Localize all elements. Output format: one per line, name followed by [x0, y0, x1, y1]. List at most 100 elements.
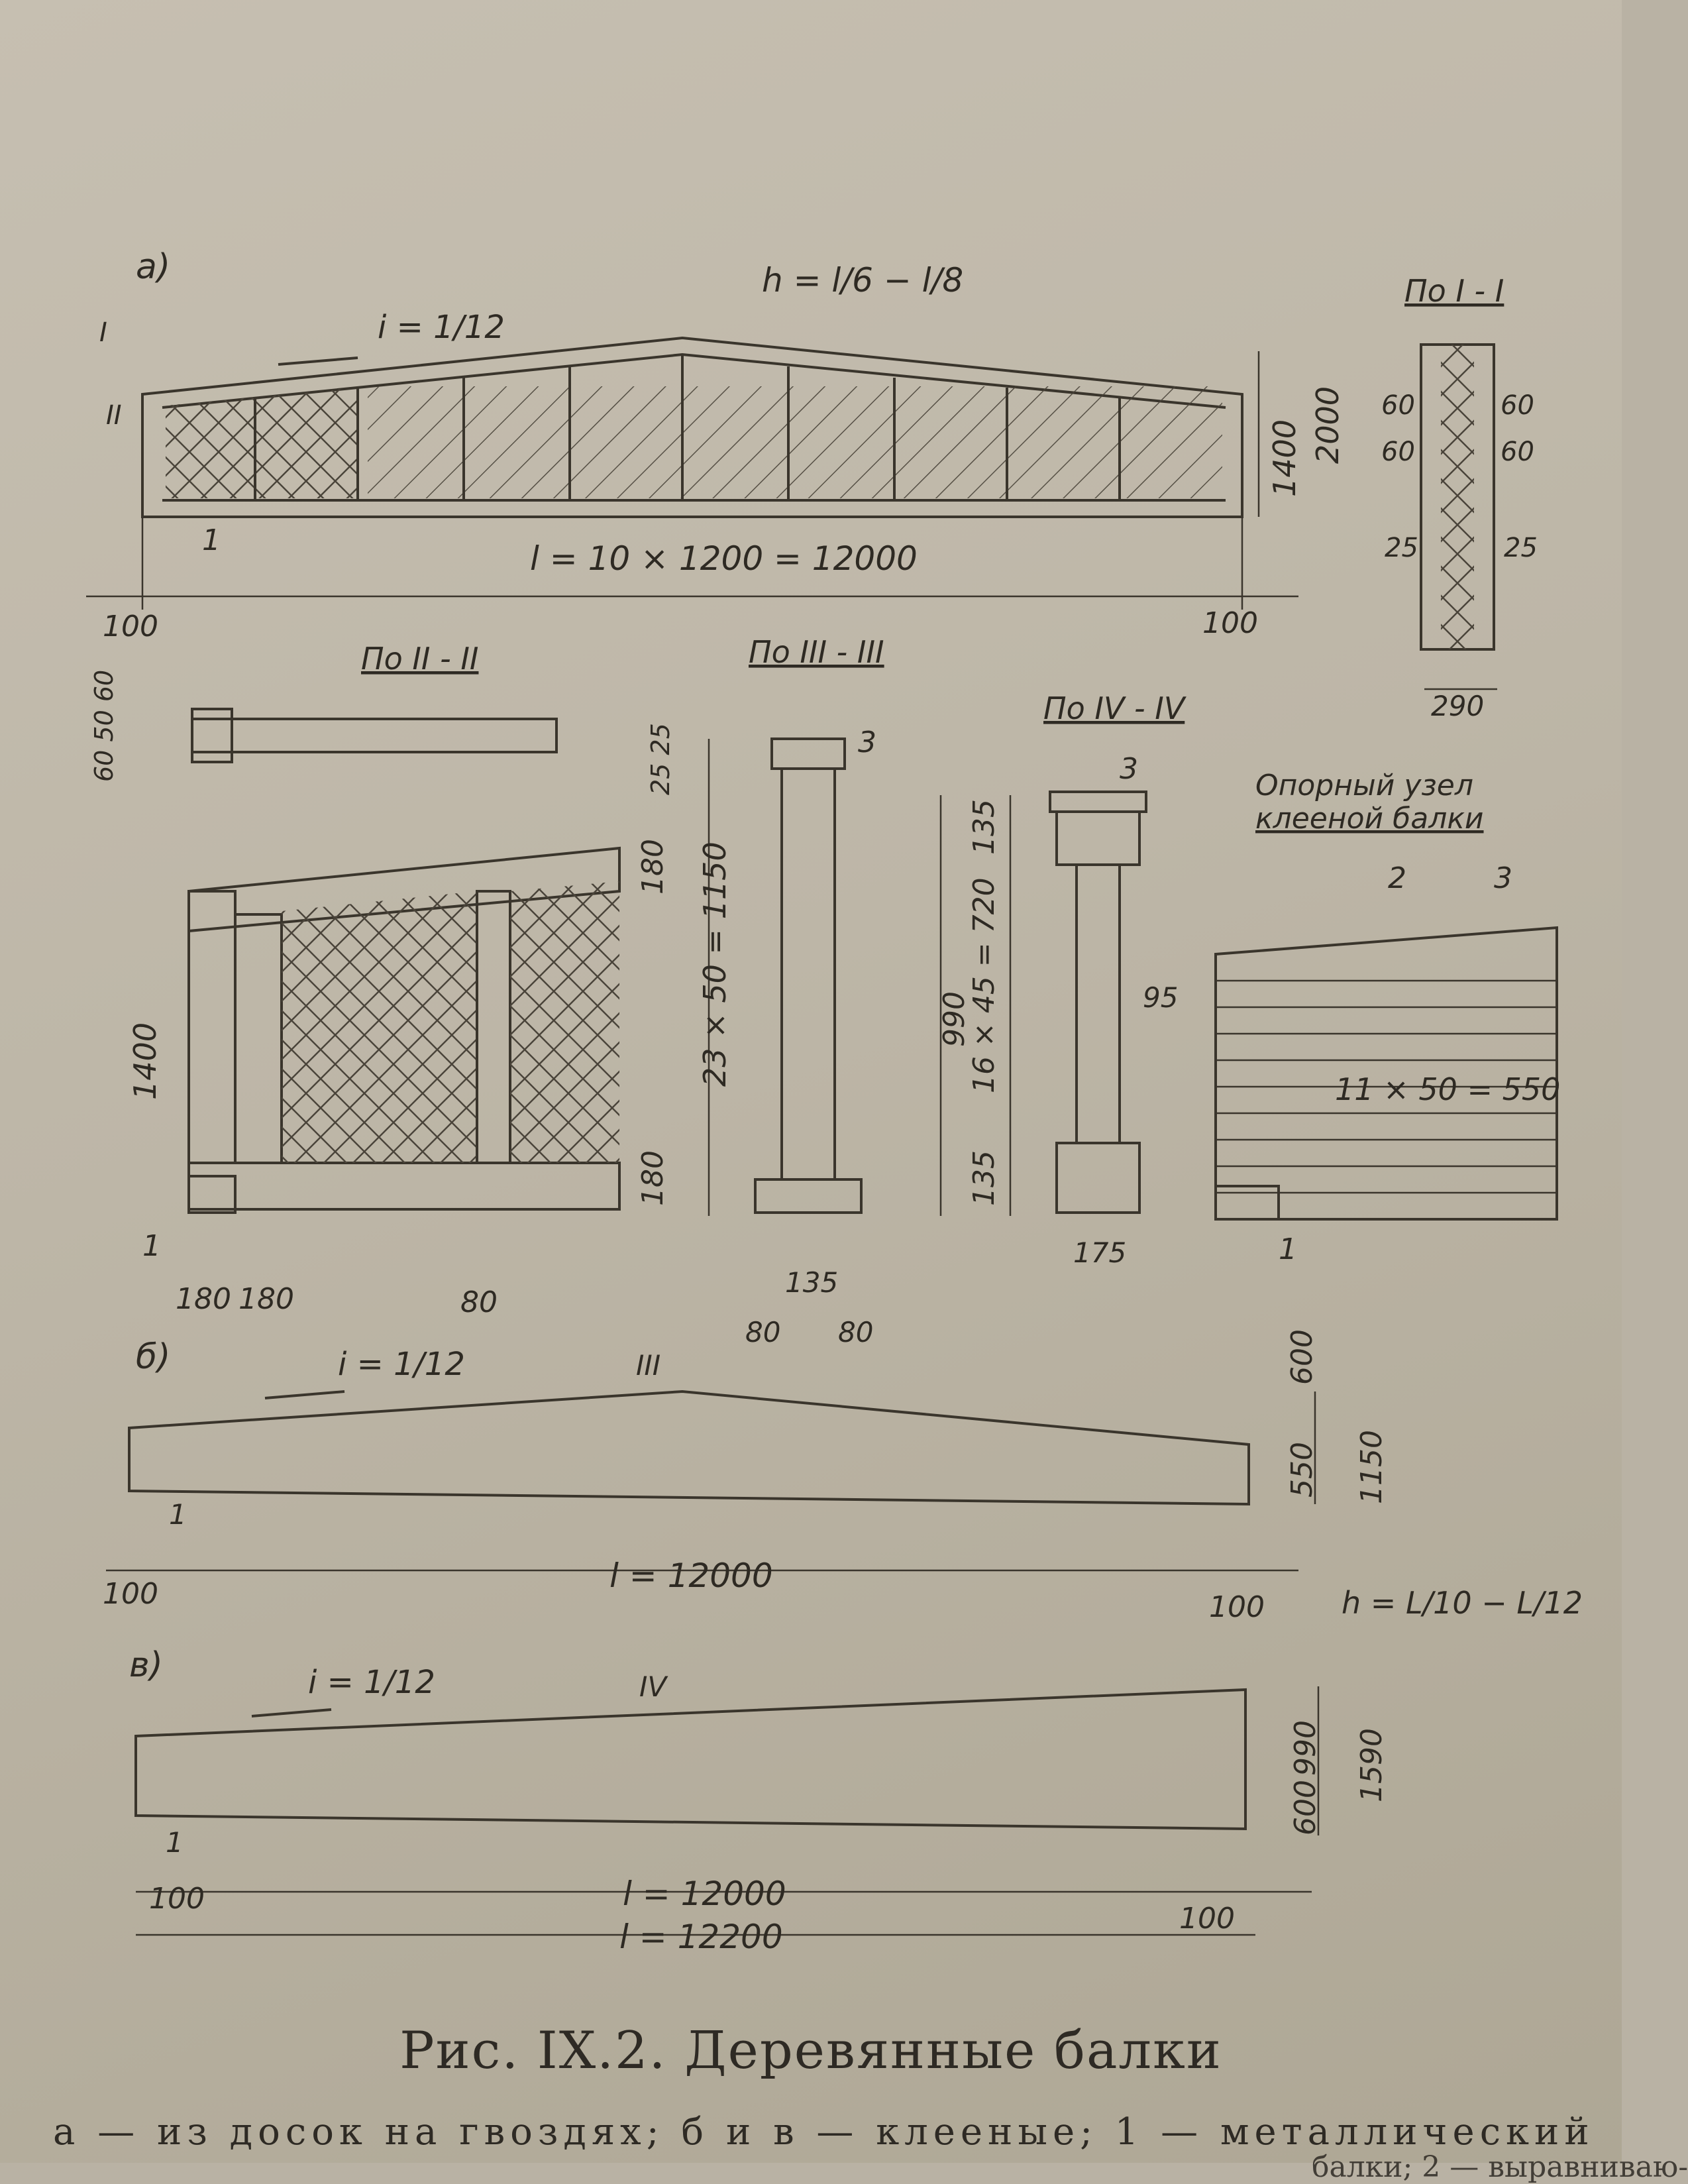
sec-II-left-dims: 60 50 60 [89, 670, 119, 782]
sec-IV-web [1075, 863, 1121, 1144]
offset-right-b: 100 [1209, 1590, 1265, 1624]
technical-drawing: а) h = l/6 − l/8 i = 1/12 l = 10 × 1200 … [86, 247, 1583, 1956]
offset-right-a: 100 [1202, 606, 1258, 640]
sec-I-dim-1: 60 [1381, 390, 1415, 421]
support-mark-2: 2 [1388, 861, 1406, 895]
dim-990-v: 990 [1289, 1720, 1322, 1776]
detail-dim-80: 80 [460, 1285, 498, 1319]
total-v: l = 12200 [619, 1918, 783, 1956]
sec-I-dim-5: 25 [1385, 533, 1418, 563]
figure-caption: Рис. IX.2. Деревянные балки [399, 2021, 1222, 2081]
detail-post-2 [234, 913, 283, 1164]
slope-arrow-v [251, 1708, 332, 1718]
sec-I-dim-2: 60 [1501, 390, 1534, 421]
offset-left-b: 100 [103, 1577, 158, 1611]
sec-III-flange-right: 80 [838, 1316, 873, 1348]
figure-legend: а — из досок на гвоздях; б и в — клееные… [53, 2110, 1595, 2154]
dim-1400-a: 1400 [1267, 419, 1302, 497]
span-v: l = 12000 [623, 1875, 786, 1913]
section-IV-title: По IV - IV [1043, 690, 1187, 726]
drawing-b-letter: б) [136, 1337, 170, 1377]
support-mark-1: 1 [1279, 1232, 1297, 1266]
detail-mark: 1 [142, 1229, 161, 1263]
detail-bottom-chord [187, 1162, 621, 1211]
detail-end-post [187, 890, 237, 1164]
beam-a-outline [141, 336, 1243, 518]
section-III-mark-b: III [636, 1349, 660, 1382]
sec-IV-cap [1049, 791, 1147, 813]
sec-III-top-flange [770, 737, 846, 770]
drawing-v-slope: i = 1/12 [308, 1664, 435, 1701]
sec-II-right-dims: 25 25 [646, 723, 675, 795]
support-body [1214, 926, 1558, 1221]
section-III-title: По III - III [749, 634, 884, 670]
dim-600-v: 600 [1289, 1780, 1322, 1835]
section-IV-IV: По IV - IV 3 135 16 × 45 = 720 135 990 9… [937, 690, 1187, 1269]
drawing-b: б) i = 1/12 III 1 l = 12000 100 100 600 … [103, 1329, 1583, 1624]
drawing-a-letter: а) [136, 247, 170, 287]
section-I-I: По I - I 60 60 60 60 25 25 290 [1381, 273, 1538, 722]
sec-IV-width: 175 [1073, 1236, 1126, 1269]
support-mark-3: 3 [1494, 861, 1512, 895]
height-formula-b: h = L/10 − L/12 [1342, 1585, 1583, 1621]
detail-dim-180-2: 180 [238, 1282, 294, 1316]
stiffeners [254, 355, 1121, 500]
span-a: l = 10 × 1200 = 12000 [530, 539, 918, 578]
dim-600-b: 600 [1285, 1329, 1319, 1385]
sec-III-mark: 3 [858, 726, 876, 759]
dim-2000-a: 2000 [1310, 386, 1345, 464]
support-laminations [1216, 979, 1557, 1194]
slope-arrow-b [264, 1390, 345, 1399]
section-I-mark: I [99, 317, 107, 348]
sec-I-dim-4: 60 [1501, 437, 1534, 467]
drawing-v-letter: в) [129, 1645, 163, 1685]
support-title-2: клееной балки [1255, 802, 1484, 836]
dim-1150-b: 1150 [1355, 1430, 1389, 1504]
section-I-title: По I - I [1404, 273, 1504, 309]
support-title-1: Опорный узел [1255, 769, 1473, 802]
span-b: l = 12000 [609, 1556, 773, 1595]
dim-1590-v: 1590 [1355, 1728, 1389, 1802]
drawing-v-mark: 1 [166, 1826, 184, 1859]
sec-IV-web-dim: 95 [1143, 981, 1178, 1014]
offset-right-v: 100 [1179, 1902, 1235, 1936]
section-II-II: По II - II 60 50 60 25 25 [89, 641, 675, 795]
section-II-mark: II [106, 400, 122, 431]
sec-IV-inner: 16 × 45 = 720 [967, 877, 1001, 1093]
detail-support-plate [187, 1175, 237, 1214]
detail-web [282, 891, 477, 1163]
sec-III-flange-left: 80 [745, 1316, 780, 1348]
section-II-body [191, 718, 558, 753]
sec-IV-mark: 3 [1120, 752, 1138, 786]
beam-v-body [134, 1688, 1247, 1831]
sec-III-web [780, 767, 836, 1181]
sec-IV-total: 990 [937, 991, 971, 1047]
support-height: 11 × 50 = 550 [1335, 1071, 1560, 1107]
sec-III-bottom-flange [754, 1178, 863, 1214]
detail-top-chord-dim: 180 [636, 839, 670, 895]
dim-550-b: 550 [1285, 1442, 1319, 1498]
detail-bottom-chord-dim: 180 [636, 1150, 670, 1206]
web-panels [368, 386, 1222, 498]
section-III-III: По III - III 23 × 50 = 1150 3 135 80 80 [697, 634, 884, 1348]
sec-IV-bottom: 135 [967, 1150, 1001, 1206]
detail-height: 1400 [127, 1022, 163, 1100]
detail-end-panel: 1400 180 180 180 180 80 1 [127, 839, 670, 1319]
offset-left-v: 100 [149, 1882, 205, 1916]
figure-legend-cut: балки; 2 — выравниваю- [1312, 2150, 1688, 2184]
sec-I-dim-6: 25 [1504, 533, 1538, 563]
detail-dim-180-1: 180 [176, 1282, 231, 1316]
sec-III-width: 135 [785, 1266, 838, 1299]
sec-IV-top: 135 [967, 799, 1001, 855]
section-II-title: По II - II [361, 641, 478, 677]
sec-IV-top-block [1055, 810, 1141, 866]
end-panel-left [166, 388, 358, 498]
support-node: Опорный узел клееной балки 2 3 1 11 × 50… [1214, 769, 1560, 1266]
slope-arrow [278, 356, 358, 366]
drawing-b-mark: 1 [169, 1498, 187, 1531]
support-plate [1214, 1185, 1280, 1221]
detail-stiffener [476, 890, 511, 1164]
sec-I-width: 290 [1431, 690, 1484, 722]
drawing-a: а) h = l/6 − l/8 i = 1/12 l = 10 × 1200 … [86, 247, 1345, 643]
